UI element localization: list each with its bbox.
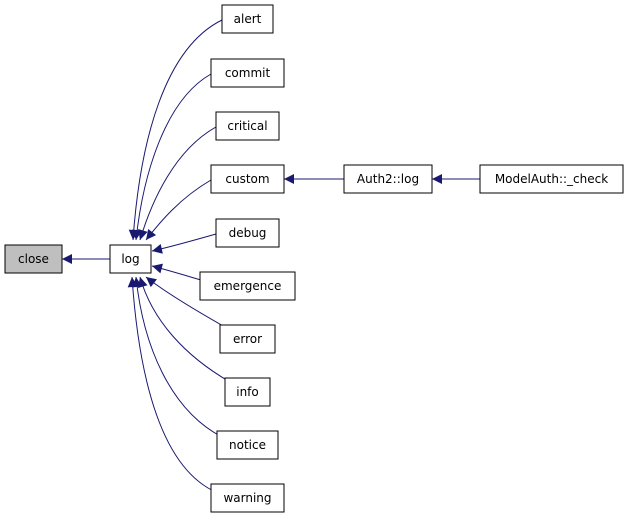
node-custom[interactable]: custom bbox=[210, 164, 285, 194]
node-notice[interactable]: notice bbox=[216, 430, 279, 460]
node-close[interactable]: close bbox=[4, 244, 63, 274]
node-warning-label: warning bbox=[223, 491, 271, 505]
node-emergence-label: emergence bbox=[214, 279, 282, 293]
edge-notice-log bbox=[132, 276, 223, 438]
node-custom-label: custom bbox=[225, 172, 269, 186]
node-critical-label: critical bbox=[227, 119, 267, 133]
edge-debug-log bbox=[151, 233, 217, 254]
edge-commit-log bbox=[132, 73, 212, 241]
node-info[interactable]: info bbox=[224, 377, 271, 407]
node-alert-label: alert bbox=[234, 12, 262, 26]
node-debug-label: debug bbox=[229, 226, 267, 240]
node-auth2-log-label: Auth2::log bbox=[357, 172, 419, 186]
node-emergence[interactable]: emergence bbox=[199, 271, 296, 301]
edge-critical-log bbox=[138, 126, 217, 241]
node-error-label: error bbox=[233, 332, 262, 346]
edge-alert-log bbox=[128, 19, 223, 241]
node-critical[interactable]: critical bbox=[215, 111, 280, 141]
node-error[interactable]: error bbox=[219, 324, 276, 354]
edge-error-log bbox=[145, 276, 226, 328]
node-warning[interactable]: warning bbox=[210, 483, 285, 513]
edge-warning-log bbox=[127, 276, 219, 494]
node-close-label: close bbox=[18, 252, 49, 266]
node-commit-label: commit bbox=[225, 66, 271, 80]
node-commit[interactable]: commit bbox=[210, 58, 285, 88]
edge-info-log bbox=[137, 276, 231, 383]
node-debug[interactable]: debug bbox=[215, 218, 280, 248]
node-notice-label: notice bbox=[229, 438, 266, 452]
node-auth2-log[interactable]: Auth2::log bbox=[343, 164, 433, 194]
edge-custom-log bbox=[145, 179, 212, 241]
node-info-label: info bbox=[236, 385, 259, 399]
node-modelauth-check[interactable]: ModelAuth::_check bbox=[479, 164, 624, 194]
node-modelauth-check-label: ModelAuth::_check bbox=[495, 172, 608, 186]
node-log-label: log bbox=[121, 252, 139, 266]
node-log[interactable]: log bbox=[109, 244, 152, 274]
node-alert[interactable]: alert bbox=[221, 4, 274, 34]
